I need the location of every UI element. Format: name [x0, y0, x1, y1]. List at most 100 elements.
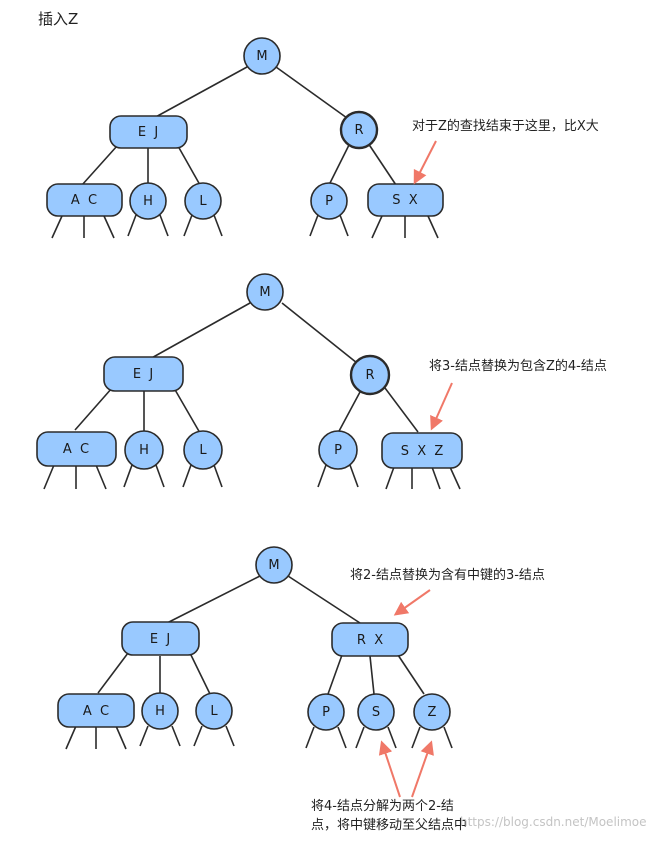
arrow-5-icon	[411, 740, 434, 798]
panel-3: M E J R X A C H L P S Z 将2-结点替换为含有中键的3-结…	[57, 546, 545, 833]
node-m-label: M	[256, 49, 267, 64]
stub	[349, 464, 359, 488]
edge-m-ej	[164, 575, 261, 625]
node-h-label: H	[139, 443, 149, 458]
edge-r-sxz	[384, 387, 419, 433]
edge-ej-ac	[97, 652, 129, 694]
node-sx-label: S X	[392, 193, 418, 208]
stub	[337, 726, 347, 749]
node-r-label: R	[354, 123, 363, 138]
panel-3-note: 将2-结点替换为含有中键的3-结点	[350, 567, 545, 583]
node-m-shape	[255, 546, 293, 584]
node-z-label: Z	[428, 705, 437, 720]
node-ac-label: A C	[83, 704, 109, 719]
node-h-shape	[129, 182, 167, 220]
node-p-shape	[318, 430, 358, 470]
node-m-label: M	[259, 285, 270, 300]
edge-m-ej	[147, 302, 251, 361]
node-ej-shape	[103, 356, 184, 392]
node-ej-shape	[121, 621, 200, 656]
stub	[411, 726, 421, 749]
stub	[213, 464, 223, 488]
node-ej-label: E J	[133, 367, 153, 382]
stub	[431, 466, 441, 490]
stub	[193, 725, 203, 747]
stub	[385, 466, 395, 490]
watermark: https://blog.csdn.net/Moelimoe	[460, 815, 647, 829]
edge-r-p	[328, 144, 350, 186]
stub	[449, 466, 461, 490]
node-r-shape	[339, 110, 379, 150]
edge-ej-ac	[81, 145, 118, 186]
node-sxz-shape	[381, 432, 463, 469]
node-ac-shape	[36, 431, 117, 467]
node-l-label: L	[199, 194, 207, 209]
stub	[155, 464, 165, 488]
node-s-shape	[357, 693, 395, 731]
node-h-label: H	[155, 704, 165, 719]
node-rx-label: R X	[357, 633, 383, 648]
node-h-shape	[141, 692, 179, 730]
node-ej-shape	[109, 115, 188, 149]
node-ac-shape	[46, 183, 123, 217]
node-r-shape	[349, 354, 391, 396]
node-h-label: H	[143, 194, 153, 209]
stub	[443, 726, 453, 749]
stub	[65, 725, 77, 750]
stub	[171, 725, 181, 747]
panel-3-note-2-line-2: 点，将中键移动至父结点中	[311, 818, 467, 833]
stub	[103, 215, 115, 239]
stub	[95, 464, 107, 490]
arrow-3-icon	[393, 589, 431, 616]
stub	[43, 464, 55, 490]
stub	[339, 214, 349, 237]
arrow-1-icon	[413, 140, 437, 185]
stub	[159, 214, 169, 237]
edge-rx-s	[369, 655, 375, 695]
node-z-shape	[413, 693, 451, 731]
panel-1-note: 对于Z的查找结束于这里，比X大	[412, 118, 599, 134]
node-p-shape	[307, 693, 345, 731]
stub	[225, 725, 235, 747]
stub	[309, 214, 319, 237]
node-sxz-label: S X Z	[401, 444, 444, 459]
stub	[115, 725, 127, 750]
page-title: 插入Z	[38, 10, 78, 28]
stub	[127, 214, 137, 237]
node-l-shape	[183, 430, 223, 470]
stub	[305, 726, 315, 749]
edge-rx-p	[327, 654, 343, 695]
node-l-label: L	[199, 443, 207, 458]
panel-3-note-2-line-1: 将4-结点分解为两个2-结	[311, 799, 454, 814]
stub	[213, 214, 223, 237]
edge-rx-z	[397, 654, 425, 695]
edge-m-r	[275, 66, 348, 119]
stub	[139, 725, 149, 747]
edge-ej-l	[173, 387, 201, 434]
stub	[427, 215, 439, 239]
arrow-4-icon	[378, 740, 401, 798]
edge-ej-ac	[74, 387, 113, 431]
edge-m-r	[281, 302, 358, 364]
node-ej-label: E J	[138, 125, 158, 140]
edge-m-ej	[151, 66, 248, 120]
edge-ej-l	[189, 652, 211, 695]
node-m-shape	[246, 273, 284, 311]
arrow-2-icon	[430, 382, 453, 431]
edge-r-sx	[367, 142, 399, 189]
edge-ej-l	[177, 145, 201, 186]
node-r-label: R	[365, 368, 374, 383]
node-ac-label: A C	[71, 193, 97, 208]
panel-2: M E J R A C H L P S X Z 将3-结点替换为包含Z的4-结点	[36, 273, 607, 490]
node-sx-shape	[367, 183, 444, 217]
node-p-label: P	[322, 705, 330, 720]
stub	[182, 464, 192, 488]
stub	[183, 214, 193, 237]
stub	[387, 726, 397, 749]
stub	[355, 726, 365, 749]
node-p-label: P	[334, 443, 342, 458]
panel-1: M E J R A C H L P S X 对于Z的查找结束于这里，比X大	[46, 37, 599, 239]
node-l-shape	[184, 182, 222, 220]
node-rx-shape	[331, 622, 409, 657]
